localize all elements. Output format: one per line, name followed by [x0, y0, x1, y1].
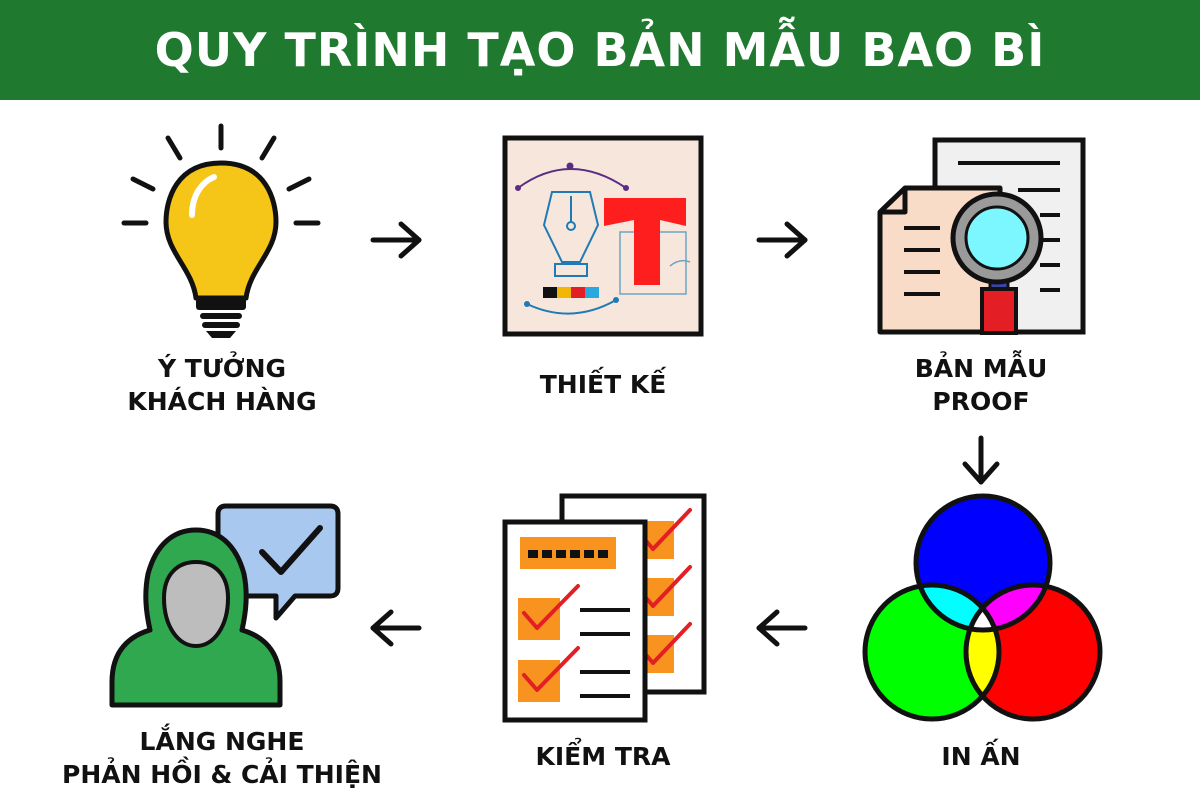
arrow-left-icon [370, 609, 422, 647]
step-label-proof: BẢN MẪU PROOF [914, 354, 1048, 416]
arrow-down-icon [962, 435, 1000, 485]
lightbulb-icon [121, 123, 321, 338]
step-label-feedback: LẮNG NGHE PHẢN HỒI & CẢI THIỆN [62, 727, 382, 789]
header-banner: QUY TRÌNH TẠO BẢN MẪU BAO BÌ [0, 0, 1200, 100]
step-label-print: IN ẤN [941, 742, 1021, 771]
arrow-left-icon [756, 609, 808, 647]
arrow-right-icon [756, 221, 808, 259]
design-pen-tool-icon [502, 135, 704, 337]
person-feedback-icon [109, 503, 341, 708]
checklist-icon [502, 493, 707, 723]
page-title: QUY TRÌNH TẠO BẢN MẪU BAO BÌ [154, 23, 1046, 77]
step-label-design: THIẾT KẾ [539, 370, 667, 399]
step-label-check: KIỂM TRA [535, 742, 671, 771]
step-label-idea: Ý TƯỞNG KHÁCH HÀNG [127, 354, 317, 416]
rgb-circles-icon [862, 493, 1103, 722]
arrow-right-icon [370, 221, 422, 259]
document-magnifier-icon [877, 137, 1086, 335]
